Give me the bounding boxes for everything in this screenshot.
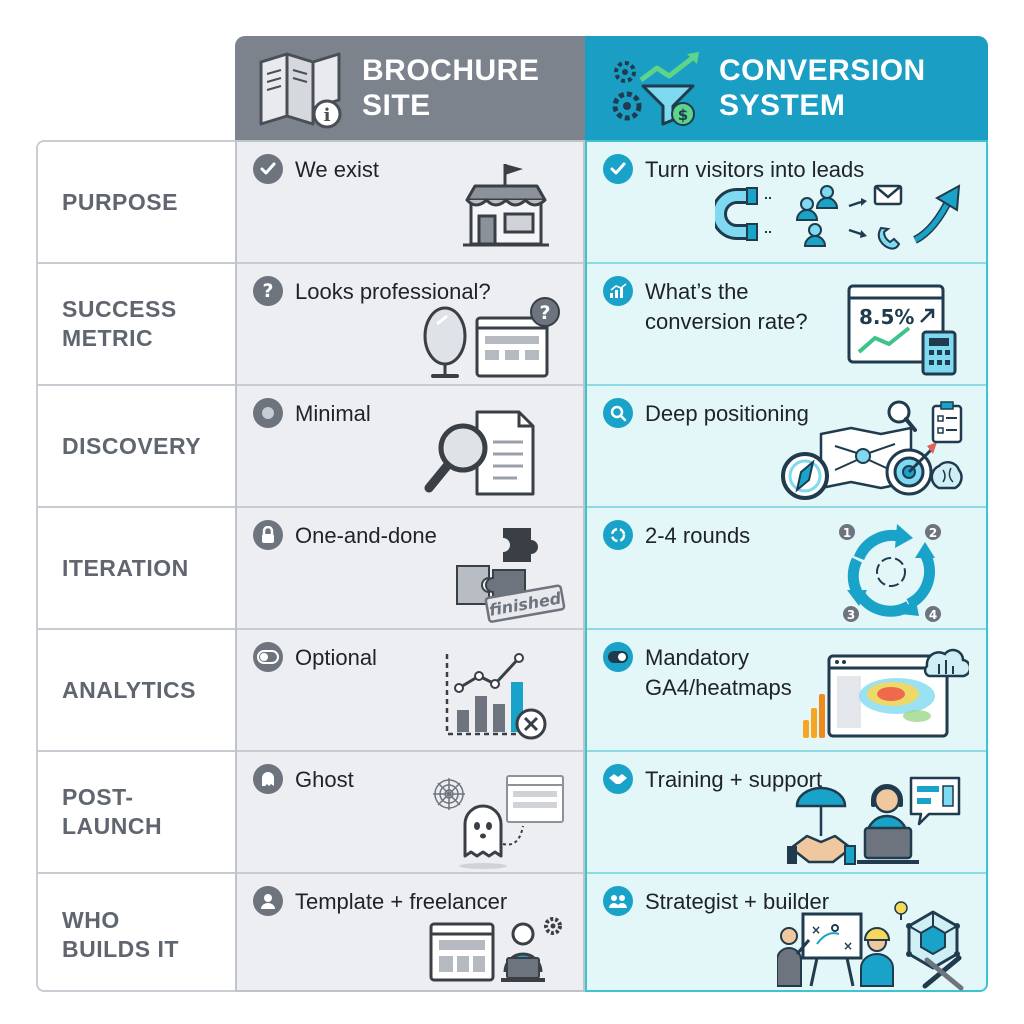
brochure-cell-purpose: We exist — [237, 142, 583, 264]
row-label-text: ANALYTICS — [62, 676, 196, 703]
row-label-discovery: DISCOVERY — [38, 386, 235, 508]
strategist-builder-icon: × × — [777, 901, 964, 991]
ghost-icon — [253, 764, 283, 794]
conversion-column: Turn visitors into leads — [585, 140, 988, 992]
conversion-rate-dashboard-icon: 8.5% — [847, 284, 957, 376]
svg-text:×: × — [843, 939, 853, 953]
conversion-cell-post-launch: Training + support — [587, 752, 986, 874]
row-label-iteration: ITERATION — [38, 508, 235, 630]
row-label-purpose: PURPOSE — [38, 142, 235, 264]
check-circle-icon — [253, 154, 283, 184]
cell-text: Deep positioning — [645, 401, 809, 426]
cell-text: Looks professional? — [295, 279, 491, 304]
conversion-header: $ CONVERSION SYSTEM — [585, 36, 988, 140]
brochure-map-icon: i — [259, 52, 342, 129]
heatmap-analytics-icon — [803, 648, 969, 738]
cell-text: 2-4 rounds — [645, 523, 751, 548]
svg-text:i: i — [324, 105, 331, 126]
magnet-leads-icon — [715, 184, 961, 250]
brochure-cell-success-metric: ? Looks professional? ? — [237, 264, 583, 386]
dot-circle-icon — [253, 398, 283, 428]
cell-text: One-and-done — [295, 523, 437, 548]
row-label-text: DISCOVERY — [62, 432, 202, 459]
conversion-cell-discovery: Deep positioning — [587, 386, 986, 508]
puzzle-finished-icon: finished — [456, 528, 566, 623]
cycle-icon — [603, 520, 633, 550]
positioning-research-icon — [781, 400, 963, 500]
person-icon — [253, 886, 283, 916]
magnifier-document-icon — [424, 410, 535, 496]
mirror-browser-icon: ? — [423, 297, 560, 378]
conversion-cell-analytics: Mandatory GA4/heatmaps — [587, 630, 986, 752]
cell-text: What’s the conversion rate? — [645, 279, 808, 334]
cell-text: Ghost — [295, 767, 354, 792]
training-support-icon — [787, 776, 961, 865]
svg-text:$: $ — [678, 106, 688, 124]
brochure-cell-post-launch: Ghost — [237, 752, 583, 874]
cell-text: Optional — [295, 645, 377, 670]
cycle-step: 3 — [847, 608, 855, 622]
question-circle-icon: ? — [253, 276, 283, 306]
conversion-rate-value: 8.5% — [859, 305, 914, 329]
magnifier-icon — [603, 398, 633, 428]
toggle-off-icon — [253, 642, 283, 672]
cell-text: We exist — [295, 157, 379, 182]
svg-text:×: × — [811, 923, 821, 937]
row-label-text: SUCCESS METRIC — [62, 296, 177, 351]
chart-icon — [603, 276, 633, 306]
cell-text: Minimal — [295, 401, 371, 426]
handshake-icon — [603, 764, 633, 794]
row-label-text: ITERATION — [62, 554, 189, 581]
brochure-cell-who-builds: Template + freelancer — [237, 874, 583, 996]
cell-text: Mandatory GA4/heatmaps — [645, 645, 792, 700]
storefront-icon — [463, 164, 549, 247]
cycle-step: 2 — [929, 526, 937, 540]
cell-text: Training + support — [645, 767, 823, 792]
cell-text: Strategist + builder — [645, 889, 830, 914]
cell-text: Template + freelancer — [295, 889, 508, 914]
template-freelancer-icon — [429, 917, 562, 982]
svg-text:?: ? — [539, 302, 550, 324]
check-circle-icon — [603, 154, 633, 184]
ghost-web-browser-icon — [433, 775, 564, 869]
row-labels-column: PURPOSE SUCCESS METRIC DISCOVERY ITERATI… — [36, 140, 235, 992]
brochure-cell-discovery: Minimal — [237, 386, 583, 508]
disabled-chart-icon — [445, 653, 547, 740]
lock-icon — [253, 520, 283, 550]
brochure-cell-analytics: Optional — [237, 630, 583, 752]
conversion-title: CONVERSION SYSTEM — [719, 54, 926, 122]
row-label-success-metric: SUCCESS METRIC — [38, 264, 235, 386]
conversion-cell-who-builds: Strategist + builder × × — [587, 874, 986, 996]
row-label-text: PURPOSE — [62, 188, 178, 215]
conversion-cell-iteration: 2-4 rounds 1 2 3 4 — [587, 508, 986, 630]
team-icon — [603, 886, 633, 916]
brochure-column: We exist ? Looks professional? — [235, 140, 585, 992]
conversion-cell-success-metric: What’s the conversion rate? 8.5% — [587, 264, 986, 386]
brochure-cell-iteration: One-and-done finished — [237, 508, 583, 630]
cell-text: Turn visitors into leads — [645, 157, 865, 182]
four-round-cycle-icon: 1 2 3 4 — [839, 524, 941, 622]
conversion-funnel-icon: $ — [612, 52, 699, 126]
row-label-analytics: ANALYTICS — [38, 630, 235, 752]
toggle-on-icon — [603, 642, 633, 672]
conversion-cell-purpose: Turn visitors into leads — [587, 142, 986, 264]
row-label-post-launch: POST- LAUNCH — [38, 752, 235, 874]
cycle-step: 4 — [929, 608, 937, 622]
row-label-who-builds: WHO BUILDS IT — [38, 874, 235, 996]
row-label-text: WHO BUILDS IT — [62, 907, 179, 962]
cycle-step: 1 — [843, 526, 851, 540]
row-label-text: POST- LAUNCH — [62, 784, 163, 839]
brochure-header: i BROCHURE SITE — [235, 36, 585, 140]
brochure-title: BROCHURE SITE — [362, 54, 540, 122]
